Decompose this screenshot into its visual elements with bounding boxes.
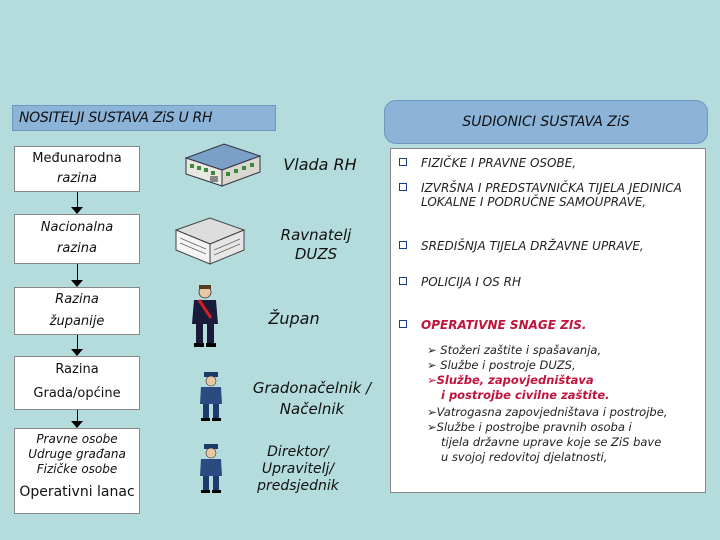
operative-force-item: ➢Vatrogasna zapovjedništava i postrojbe, <box>427 405 668 419</box>
level-label: Nacionalna <box>40 220 114 235</box>
participants-panel: FIZIČKE I PRAVNE OSOBE, IZVRŠNA I PREDST… <box>390 148 706 493</box>
arrow-connector <box>71 335 83 356</box>
arrow-connector <box>71 192 83 214</box>
government-building-icon <box>184 143 262 187</box>
carriers-header: NOSITELJI SUSTAVA ZiS U RH <box>12 105 276 131</box>
officer-figure-icon <box>200 444 222 493</box>
level-label: Razina <box>55 292 99 307</box>
operative-force-item: ➢Službe, zapovjedništava <box>427 373 594 387</box>
operative-force-item: tijela državne uprave koje se ZiS bave <box>441 435 662 449</box>
officer-figure-icon <box>200 372 222 421</box>
checkbox-bullet-icon <box>399 320 407 328</box>
level-international: Međunarodna razina <box>14 146 140 192</box>
level-label: razina <box>57 241 97 256</box>
actor-label-government: Vlada RH <box>283 155 357 174</box>
participants-header: SUDIONICI SUSTAVA ZiS <box>384 100 708 144</box>
actor-label-mayor: Gradonačelnik / Načelnik <box>252 379 372 418</box>
level-footer: Operativni lanac <box>19 484 135 500</box>
arrow-connector <box>71 410 83 428</box>
level-label: Pravne osobe <box>36 432 118 446</box>
operative-force-item: ➢Službe i postrojbe pravnih osoba i <box>427 420 632 434</box>
actor-label-director: Direktor/ Upravitelj/ predsjednik <box>257 444 339 494</box>
operative-force-item: ➢ Stožeri zaštite i spašavanja, <box>427 343 602 357</box>
headquarters-building-icon <box>174 217 246 265</box>
level-label: Fizičke osobe <box>36 462 118 476</box>
checkbox-bullet-icon <box>399 241 407 249</box>
operative-force-item: ➢ Službe i postroje DUZS, <box>427 358 576 372</box>
checkbox-bullet-icon <box>399 277 407 285</box>
checkbox-bullet-icon <box>399 183 407 191</box>
level-label: županije <box>49 314 105 329</box>
level-operative: Pravne osobe Udruge građana Fizičke osob… <box>14 428 140 514</box>
level-label: Razina <box>55 362 99 377</box>
level-label: Udruge građana <box>28 447 126 461</box>
level-city: Razina Grada/općine <box>14 356 140 410</box>
operative-force-item: i postrojbe civilne zaštite. <box>441 388 610 402</box>
level-label: razina <box>57 171 97 186</box>
actor-label-director-duzs: Ravnatelj DUZS <box>280 226 352 263</box>
level-label: Grada/općine <box>33 386 121 401</box>
official-figure-icon <box>192 285 218 347</box>
operative-force-item: u svojoj redovitoj djelatnosti, <box>441 450 608 464</box>
arrow-connector <box>71 264 83 287</box>
actor-label-county-prefect: Župan <box>268 309 320 328</box>
level-national: Nacionalna razina <box>14 214 140 264</box>
checkbox-bullet-icon <box>399 158 407 166</box>
level-county: Razina županije <box>14 287 140 335</box>
level-label: Međunarodna <box>32 151 122 166</box>
